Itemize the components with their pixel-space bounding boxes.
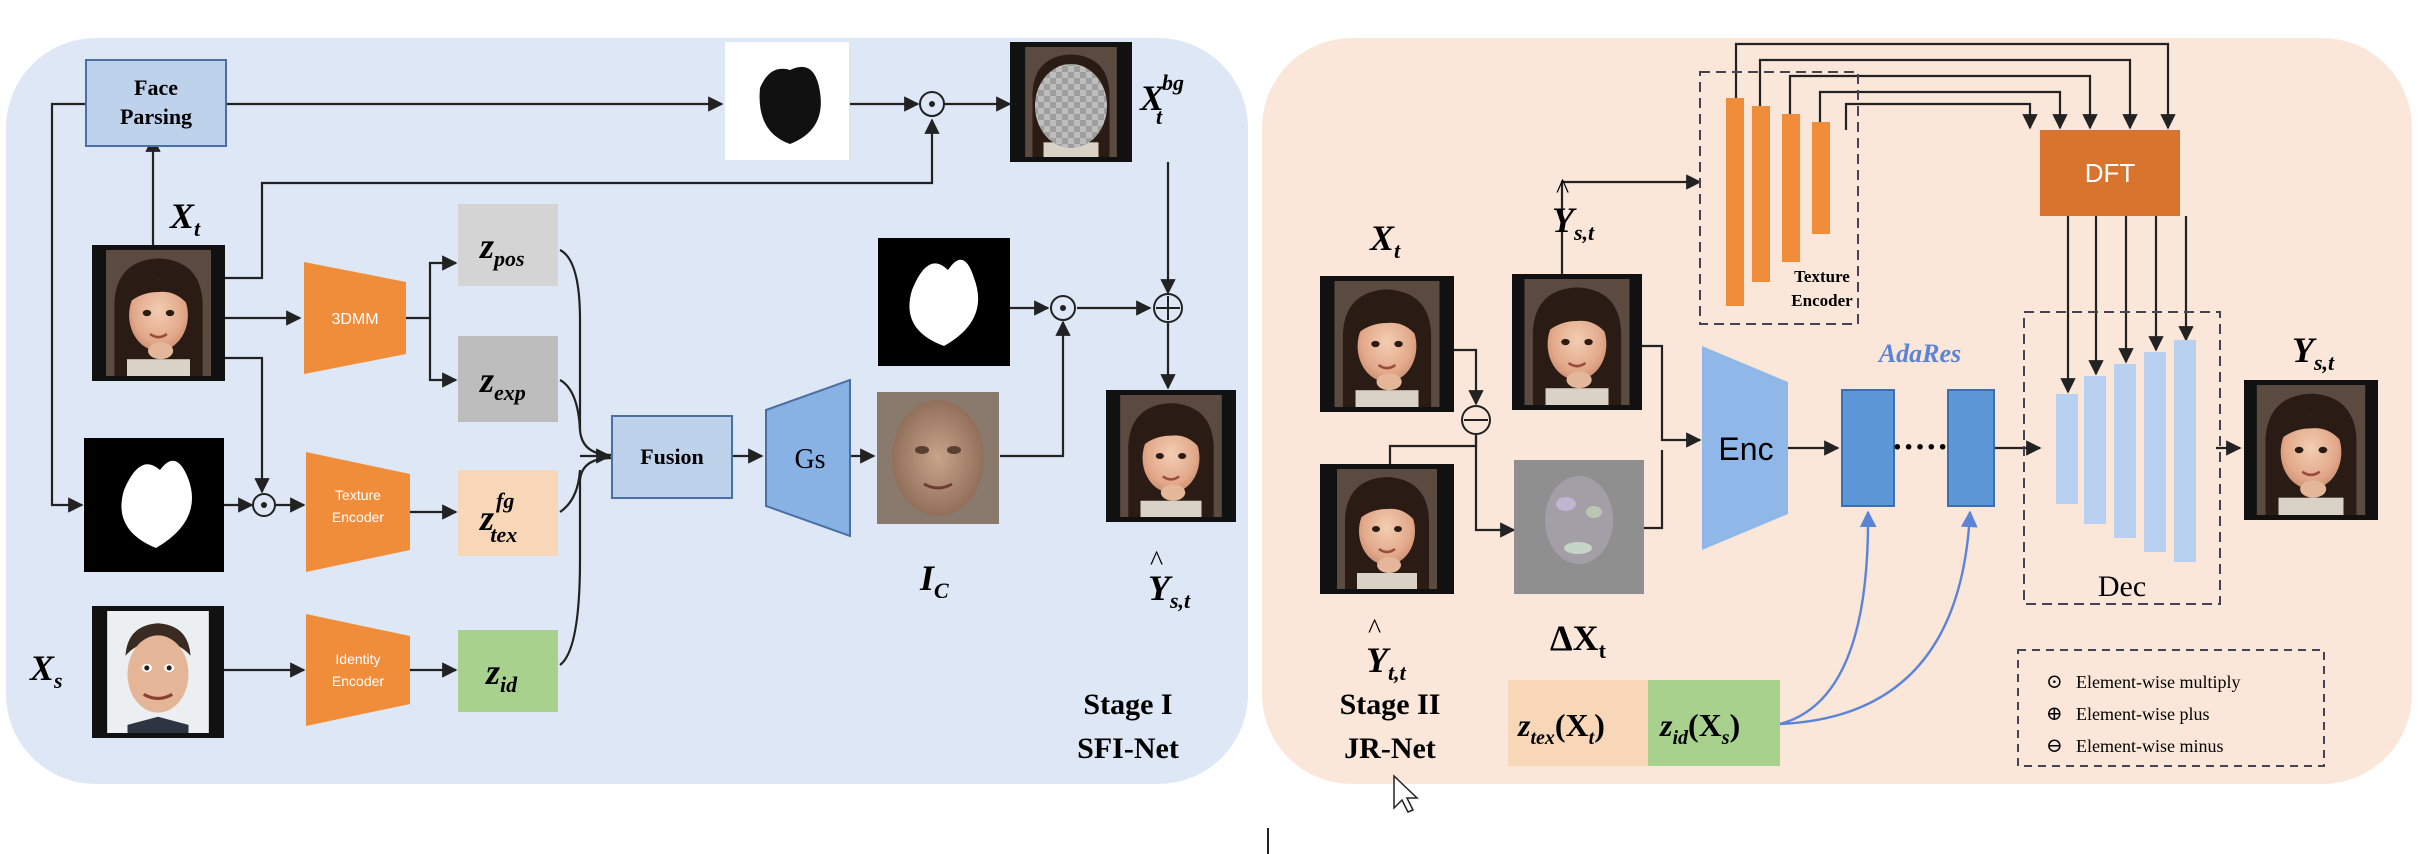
identity-encoder-label-1: Identity [335,651,380,667]
y-hat-st-hat-stage2: ^ [1556,174,1569,205]
svg-text:zpos: zpos [478,226,525,271]
y-hat-tt-hat: ^ [1368,614,1381,645]
legend: ⊙ Element-wise multiply ⊕ Element-wise p… [2017,649,2325,767]
svg-text:zid: zid [484,652,518,697]
identity-encoder-label-2: Encoder [332,673,384,689]
xt-label: Xt [169,196,201,241]
legend-label-minus: Element-wise minus [2076,736,2223,756]
legend-symbol-multiply: ⊙ [2046,671,2063,693]
multiply-op-right [1050,295,1076,321]
gs-label: Gs [794,444,825,475]
identity-encoder-box: Identity Encoder [306,614,410,726]
stage2-background [1262,38,2412,784]
texture-encoder-label-2: Encoder [332,509,384,525]
y-hat-st-image-stage1 [1106,390,1236,522]
stage2-panel [1262,38,2412,784]
3dmm-label: 3DMM [331,311,378,328]
y-hat-st-label-stage2: Ys,t [1552,200,1595,245]
stage1-background [6,38,1248,784]
z-id-box: zid [458,630,558,712]
stage1-panel [6,38,1248,784]
enc-label: Enc [1718,431,1773,467]
legend-symbol-plus: ⊕ [2046,703,2063,725]
fusion-label: Fusion [640,444,704,469]
adares-block-2 [1947,389,1995,507]
svg-text:ztex(Xt): ztex(Xt) [1517,707,1605,749]
parsing-mask-image [725,42,849,160]
minus-op [1461,405,1491,435]
xs-label: Xs [29,648,63,693]
stage1-connections [50,96,1176,678]
xt-image [92,245,225,381]
xs-image [92,606,224,738]
dft-label: DFT [2085,158,2136,188]
xt-label-stage2: Xt [1369,218,1401,263]
y-hat-tt-image [1320,464,1454,594]
stage2-title-1: Stage II [1340,688,1441,721]
ic-image [877,392,999,524]
stage1-title-2: SFI-Net [1077,732,1179,765]
stage1-title-1: Stage I [1083,688,1172,721]
svg-text:zid(Xs): zid(Xs) [1659,707,1740,749]
ic-label: IC [919,558,949,603]
multiply-op-top [919,91,945,117]
legend-label-plus: Element-wise plus [2076,704,2209,724]
adares-dots: ····· [1892,429,1949,466]
y-hat-tt-label: Yt,t [1366,640,1407,685]
texture-encoder-stage2-label-2: Encoder [1791,291,1853,310]
y-hat-st-image-stage2 [1512,274,1642,410]
texture-encoder-box-stage1: Texture Encoder [306,452,410,572]
dec-label: Dec [2098,570,2146,603]
z-tex-xt-box: ztex(Xt) [1508,680,1648,766]
face-parsing-label-1: Face [134,75,178,100]
enc-encoder: Enc [1702,346,1788,550]
3dmm-box: 3DMM [304,262,406,374]
legend-symbol-minus: ⊖ [2046,735,2063,757]
texture-encoder-stage2-label-1: Texture [1794,267,1850,286]
z-exp-box: zexp [458,336,558,422]
multiply-op-left [252,493,276,517]
mouse-cursor-icon [1393,774,1419,813]
y-hat-st-label-stage1: Ys,t [1148,568,1191,613]
plus-op [1153,293,1183,323]
inverse-mask-image [878,238,1010,366]
dec-decoder: Dec [2023,311,2221,605]
y-st-label: Ys,t [2292,330,2335,375]
adares-label: AdaRes [1877,339,1961,368]
y-st-image [2244,380,2378,520]
delta-xt-image [1514,460,1644,594]
delta-xt-label: ΔXt [1550,618,1607,663]
face-parsing-box: Face Parsing [85,59,227,147]
stage2-title-2: JR-Net [1344,732,1436,765]
gs-generator: Gs [765,378,851,538]
face-mask-image [84,438,224,572]
xt-image-stage2 [1320,276,1454,412]
xt-bg-image [1010,42,1132,162]
y-hat-st-hat-stage1: ^ [1150,546,1163,577]
adares-conditioning-curves [1779,510,1978,726]
texture-encoder-label-1: Texture [335,487,381,503]
svg-text:zexp: zexp [478,360,526,405]
face-parsing-label-2: Parsing [120,104,192,129]
fusion-box: Fusion [611,415,733,499]
z-pos-box: zpos [458,204,558,286]
legend-label-multiply: Element-wise multiply [2076,672,2240,692]
texture-encoder-stage2: Texture Encoder [1699,71,1859,325]
dft-box: DFT [2040,130,2180,216]
z-id-xs-box: zid(Xs) [1648,680,1780,766]
adares-block-1 [1841,389,1895,507]
